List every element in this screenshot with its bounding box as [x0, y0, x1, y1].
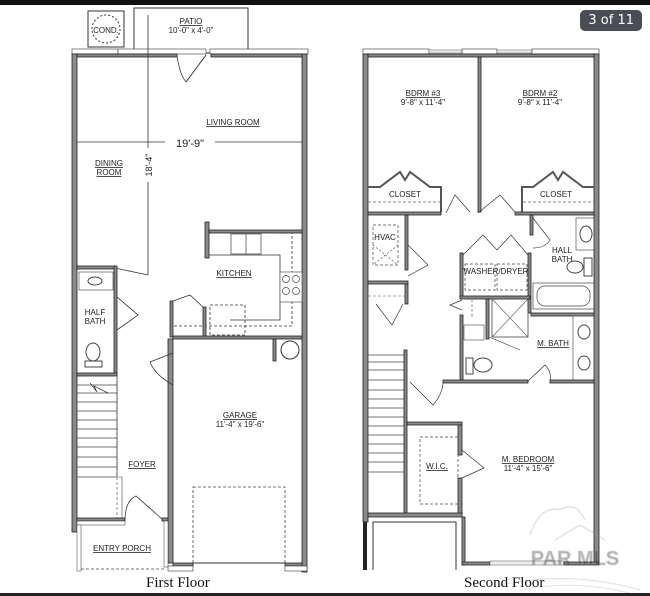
foyer-label: FOYER: [128, 460, 156, 469]
stairs-second-floor: [368, 349, 408, 516]
stairs-first-floor: [77, 376, 118, 518]
second-floor-caption: Second Floor: [464, 575, 545, 591]
washer-dryer-label: WASHER/DRYER: [464, 267, 529, 276]
viewer-top-bar: [0, 0, 650, 5]
image-counter-badge: 3 of 11: [580, 10, 642, 31]
closet-right-label: CLOSET: [540, 190, 572, 199]
watermark-text: PAR MLS: [531, 548, 620, 570]
bdrm2-dims: 9'-8" x 11'-4": [518, 98, 562, 107]
hvac-label: HVAC: [374, 233, 396, 242]
m-bedroom-dims: 11'-4" x 15'-6": [504, 464, 553, 473]
entry-porch-label: ENTRY PORCH: [93, 544, 151, 553]
m-bath-label: M. BATH: [537, 339, 569, 348]
hall-bath-label-1: HALL: [552, 246, 573, 255]
half-bath-label-2: BATH: [85, 317, 106, 326]
first-floor-plan: COND. PATIO 10'-0" x 4'-0" 19'-9" 18'-4"…: [71, 7, 309, 573]
half-bath-label-1: HALF: [85, 308, 106, 317]
dining-room-label-1: DINING: [95, 159, 123, 168]
garage-label: GARAGE: [223, 411, 257, 420]
bdrm2-label: BDRM #2: [523, 89, 558, 98]
m-bedroom-label: M. BEDROOM: [502, 455, 555, 464]
patio-label: PATIO: [180, 17, 203, 26]
bdrm3-dims: 9'-8" x 11'-4": [401, 98, 445, 107]
second-floor-plan: BDRM #3 9'-8" x 11'-4" BDRM #2 9'-8" x 1…: [362, 48, 641, 596]
wic-label: W.I.C.: [426, 462, 448, 471]
watermark-logo: PAR MLS: [499, 506, 641, 596]
garage-dims: 11'-4" x 19'-6": [216, 420, 265, 429]
viewer-bottom-bar: [0, 593, 650, 596]
dining-depth-dim: 18'-4": [144, 154, 154, 177]
closet-left-label: CLOSET: [389, 190, 421, 199]
bdrm3-label: BDRM #3: [406, 89, 441, 98]
cond-label: COND.: [93, 26, 119, 35]
dining-room-label-2: ROOM: [97, 168, 122, 177]
first-floor-caption: First Floor: [146, 575, 210, 591]
kitchen-label: KITCHEN: [216, 269, 251, 278]
hall-bath-label-2: BATH: [552, 255, 573, 264]
patio-dims: 10'-0" x 4'-0": [169, 26, 214, 35]
living-width-dim: 19'-9": [176, 138, 204, 150]
living-room-label: LIVING ROOM: [206, 118, 260, 127]
